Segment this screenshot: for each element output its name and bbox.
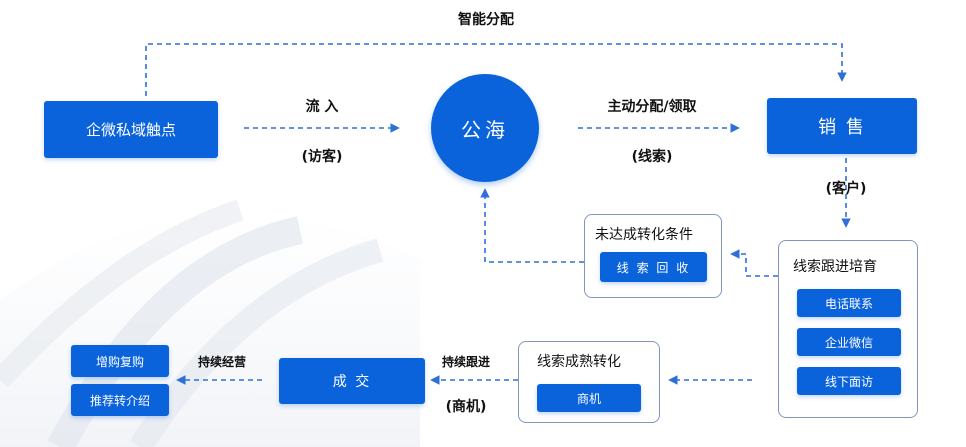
offline-visit-item: 线下面访 [797, 367, 901, 395]
unmet-panel-title: 未达成转化条件 [595, 227, 693, 243]
continue-follow-label: 持续跟进 [441, 355, 491, 369]
wecom-touchpoint-node: 企微私域触点 [44, 101, 218, 158]
arrow-recycle [480, 188, 584, 263]
repurchase-item: 增购复购 [71, 345, 169, 377]
lead-maturity-panel: 线索成熟转化 商机 [518, 341, 660, 423]
phone-contact-item: 电话联系 [797, 289, 901, 317]
active-assign-label: 主动分配/领取 [607, 99, 697, 115]
arrow-to-unmet [730, 249, 778, 277]
wecom-item: 企业微信 [797, 328, 901, 356]
sales-node: 销 售 [767, 98, 917, 154]
referral-item: 推荐转介绍 [71, 384, 169, 416]
visitor-label: (访客) [301, 149, 343, 165]
arrow-smart-assign [145, 43, 847, 96]
inflow-label: 流 入 [305, 99, 339, 115]
lead-nurture-panel: 线索跟进培育 电话联系 企业微信 线下面访 [778, 240, 918, 418]
opportunity-button: 商机 [537, 384, 641, 412]
nurture-panel-title: 线索跟进培育 [793, 259, 877, 275]
maturity-panel-title: 线索成熟转化 [537, 354, 621, 370]
public-pool-node: 公海 [431, 74, 539, 182]
unmet-conditions-panel: 未达成转化条件 线 索 回 收 [584, 214, 722, 298]
lead-label: (线索) [631, 149, 673, 165]
customer-label: (客户) [825, 181, 867, 197]
deal-node: 成 交 [279, 358, 425, 404]
smart-assign-label: 智能分配 [458, 12, 514, 28]
continue-operate-label: 持续经营 [197, 355, 247, 369]
opportunity-label: (商机) [445, 399, 487, 415]
lead-recycle-button: 线 索 回 收 [600, 252, 707, 282]
